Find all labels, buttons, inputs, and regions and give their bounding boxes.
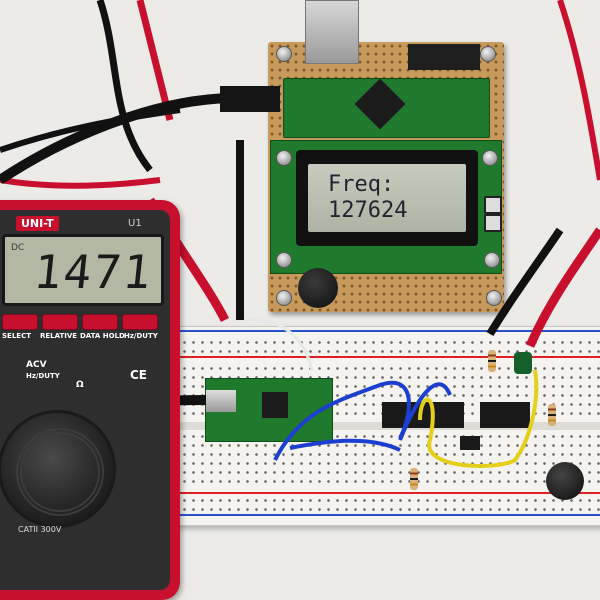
screw-icon [480,46,496,62]
screw-icon [486,290,502,306]
voltage-regulator-icon [480,402,530,428]
multimeter-face: UNI-T U1 DC 1471 SELECT RELATIVE DATA HO… [0,210,170,590]
safety-rating: CATII 300V [18,525,62,534]
screw-icon [276,252,292,268]
transistor-icon [460,436,480,450]
ce-mark: CE [130,368,148,382]
multimeter-display: DC 1471 [2,234,164,306]
screw-icon [276,150,292,166]
relative-label: RELATIVE [40,332,78,340]
breadboard-rail-holes [180,496,600,512]
relative-button[interactable] [42,314,78,330]
acv-label: ACV [26,360,47,370]
teensy-chip-icon [262,392,288,418]
dip-chip-icon [408,44,480,70]
rail-blue-line [180,330,600,332]
lcd-screen: Freq: 127624 [308,164,466,232]
multimeter: UNI-T U1 DC 1471 SELECT RELATIVE DATA HO… [0,200,180,600]
screw-icon [484,252,500,268]
multimeter-reading: 1471 [31,245,156,299]
multimeter-model: U1 [128,218,142,229]
resistor-icon [488,350,496,372]
resistor-icon [410,468,418,490]
rail-red-line [180,356,600,358]
screw-icon [482,150,498,166]
push-button-icon [484,214,502,232]
data-hold-label: DATA HOLD [80,332,125,340]
rail-blue-line [180,514,600,516]
hz-duty-label: Hz/DUTY [124,332,158,340]
potentiometer-icon [546,462,584,500]
lcd-line-1: Freq: [328,172,395,197]
lcd-line-2: 127624 [328,198,408,223]
ohm-label: Ω [76,380,84,390]
led-icon [514,352,532,374]
multimeter-brand: UNI-T [16,216,59,231]
usb-b-connector-icon [305,0,359,64]
multimeter-mode: DC [11,243,25,253]
data-hold-button[interactable] [82,314,118,330]
mini-usb-connector-icon [206,390,236,412]
buzzer-icon [298,268,338,308]
resistor-icon [548,404,556,426]
select-label: SELECT [2,332,31,340]
rail-red-line [180,492,600,494]
screw-icon [276,46,292,62]
hz-duty-dial-label: Hz/DUTY [26,372,60,380]
select-button[interactable] [2,314,38,330]
push-button-icon [484,196,502,214]
dial-grip [16,428,104,516]
hz-duty-button[interactable] [122,314,158,330]
screw-icon [276,290,292,306]
